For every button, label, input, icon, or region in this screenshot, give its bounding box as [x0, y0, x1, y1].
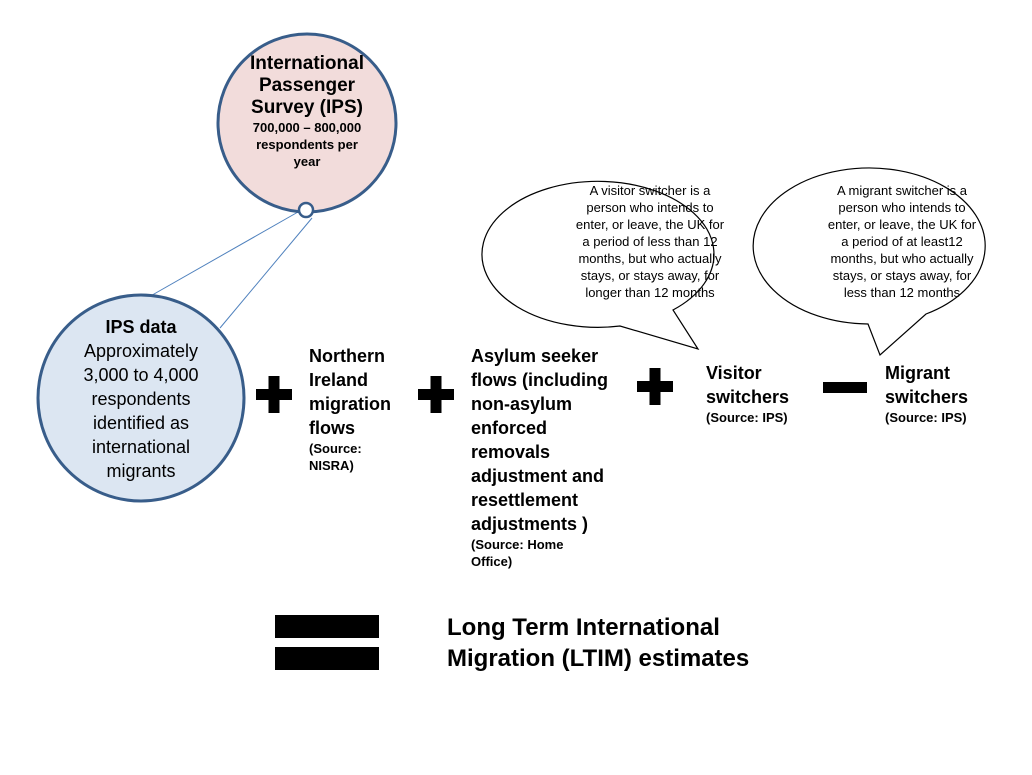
term-source: (Source: IPS): [885, 410, 967, 425]
visitor-speech-bubble: [481, 180, 715, 351]
ips-data-text: IPS data Approximately 3,000 to 4,000 re…: [68, 316, 214, 483]
ips-data-title: IPS data: [105, 317, 177, 337]
term-label: Migrant switchers: [885, 363, 969, 407]
ips-data-circle: [36, 293, 246, 503]
term-source: (Source: Home Office): [471, 537, 564, 569]
minus-icon: [823, 382, 867, 393]
term-asylum-seeker: Asylum seeker flows (including non-asylu…: [471, 344, 631, 570]
term-source: (Source: IPS): [706, 410, 788, 425]
equals-icon: [275, 615, 379, 670]
plus-icon: [418, 376, 454, 413]
term-northern-ireland: Northern Ireland migration flows (Source…: [309, 344, 409, 474]
term-label: Asylum seeker flows (including non-asylu…: [471, 346, 608, 534]
term-label: Visitor switchers: [706, 363, 790, 407]
migrant-speech-bubble: [752, 167, 986, 357]
ips-subtitle: 700,000 – 800,000 respondents per year: [252, 120, 362, 169]
migrant-bubble-text: A migrant switcher is a person who inten…: [827, 183, 977, 300]
visitor-bubble-text: A visitor switcher is a person who inten…: [575, 183, 725, 300]
connector-line-right: [219, 217, 313, 329]
ips-title: International Passenger Survey (IPS): [249, 53, 364, 118]
plus-icon: [637, 368, 673, 405]
plus-icon: [256, 376, 292, 413]
ips-data-body: Approximately 3,000 to 4,000 respondents…: [83, 341, 199, 481]
term-visitor-switchers: Visitor switchers (Source: IPS): [706, 361, 816, 426]
connector-line-left: [146, 211, 299, 299]
term-migrant-switchers: Migrant switchers (Source: IPS): [885, 361, 995, 426]
ips-circle-text: International Passenger Survey (IPS) 700…: [242, 53, 372, 170]
term-source: (Source: NISRA): [309, 441, 362, 473]
result-ltim-estimates: Long Term International Migration (LTIM)…: [447, 614, 750, 672]
term-label: Northern Ireland migration flows: [309, 346, 392, 438]
zoom-point-circle: [297, 201, 315, 219]
